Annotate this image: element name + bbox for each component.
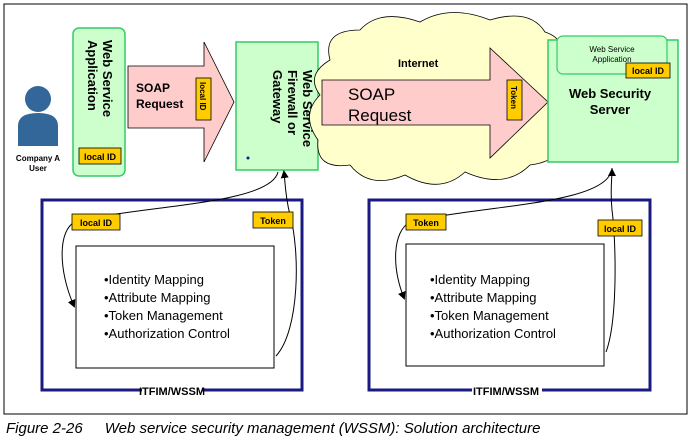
itfim-right-local-id-badge — [597, 219, 643, 237]
security-server-line1: Web Security — [569, 86, 652, 101]
architecture-diagram: Company A User Web Service Application l… — [3, 3, 688, 415]
soap-left-line1: SOAP — [136, 81, 170, 95]
itfim-left-label-bg — [142, 384, 202, 398]
figure-caption-text: Web service security management (WSSM): … — [104, 420, 541, 437]
itfim-left-item-1: •Identity Mapping — [104, 272, 204, 287]
user-label-line1: Company A — [16, 154, 60, 163]
soap-right-token-badge — [506, 79, 523, 121]
figure-number: Figure 2-26 — [6, 420, 83, 437]
soap-right-line2: Request — [348, 106, 412, 125]
soap-right-badge-text: Token — [509, 86, 518, 109]
itfim-left-item-3: •Token Management — [104, 308, 223, 323]
firewall-line3: Gateway — [270, 70, 285, 124]
itfim-left-local-id-badge — [71, 213, 121, 231]
itfim-right-item-1: •Identity Mapping — [430, 272, 530, 287]
outer-frame — [3, 3, 688, 415]
user-icon — [18, 86, 58, 146]
server-app-line2: Application — [592, 55, 631, 64]
soap-left-badge-text: local ID — [198, 82, 207, 111]
user-label-line2: User — [29, 164, 47, 173]
itfim-left-token-badge — [252, 211, 294, 229]
soap-left-line2: Request — [136, 97, 183, 111]
soap-request-arrow-left — [127, 41, 235, 163]
itfim-left-service-box — [75, 245, 275, 369]
itfim-right-item-2: •Attribute Mapping — [430, 290, 536, 305]
web-service-application-box — [72, 27, 126, 177]
web-service-app-line2: Application — [85, 40, 100, 111]
server-local-id-badge — [625, 62, 671, 79]
firewall-line2: Firewall or — [285, 70, 300, 135]
internet-label: Internet — [398, 58, 439, 70]
itfim-right-badge-out: local ID — [604, 224, 637, 234]
firewall-dot — [246, 156, 250, 160]
firewall-gateway-box — [235, 41, 319, 171]
security-server-line2: Server — [590, 102, 630, 117]
itfim-right-item-4: •Authorization Control — [430, 326, 556, 341]
app-local-id-text: local ID — [84, 152, 117, 162]
figure-caption: Figure 2-26 Web service security manageme… — [6, 420, 540, 437]
itfim-right-token-badge — [405, 213, 447, 231]
soap-left-local-id-badge — [195, 77, 212, 121]
itfim-right-badge-in: Token — [413, 218, 439, 228]
itfim-right-label-bg — [472, 384, 542, 398]
itfim-right-service-box — [405, 243, 605, 367]
app-local-id-badge — [78, 147, 122, 165]
left-flow-out-arrow — [275, 170, 297, 357]
itfim-left-item-2: •Attribute Mapping — [104, 290, 210, 305]
server-badge-text: local ID — [632, 66, 665, 76]
itfim-left-label-text: ITFIM/WSSM — [139, 386, 205, 398]
itfim-left-badge-in: local ID — [80, 218, 113, 228]
itfim-right-label: ITFIM/WSSM — [473, 386, 539, 398]
soap-request-arrow-right — [321, 47, 549, 159]
server-app-line1: Web Service — [589, 45, 635, 54]
itfim-left-badge-out: Token — [260, 216, 286, 226]
soap-right-line1: SOAP — [348, 85, 395, 104]
itfim-left-item-4: •Authorization Control — [104, 326, 230, 341]
web-service-app-line1: Web Service — [100, 40, 115, 117]
itfim-right-item-3: •Token Management — [430, 308, 549, 323]
